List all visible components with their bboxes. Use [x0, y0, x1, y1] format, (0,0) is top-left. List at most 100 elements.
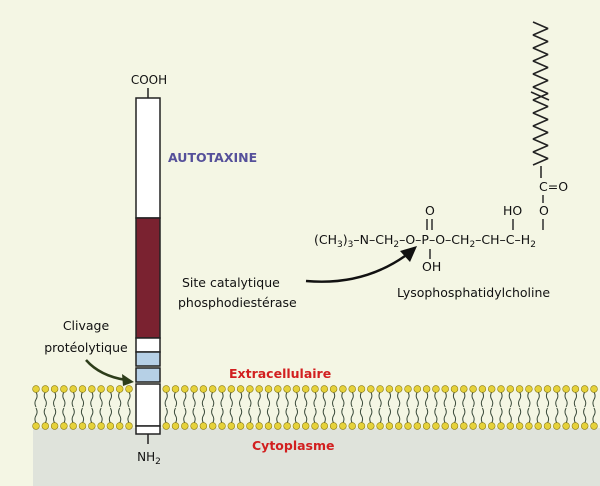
lipid-tail	[276, 407, 280, 424]
lipid-tail	[294, 391, 298, 408]
lipid-tail	[127, 407, 131, 424]
lipid-head	[88, 385, 96, 393]
lipid-head	[422, 385, 431, 393]
lipid-head	[432, 422, 440, 430]
lipid-head	[571, 385, 580, 393]
lipid-tail	[369, 407, 373, 424]
lipid-tail	[322, 407, 326, 424]
lipid-tail	[322, 391, 326, 408]
protein-n-terminal-segment	[135, 425, 161, 435]
lipid-tail	[452, 391, 457, 408]
lipid-head	[209, 385, 217, 393]
cell-membrane	[32, 385, 598, 430]
lipid-tail	[518, 391, 522, 408]
lipid-head	[69, 385, 77, 393]
catalytic-domain	[135, 217, 161, 339]
lipid-head	[209, 422, 217, 430]
ester-oxygen: O	[539, 203, 549, 218]
lipid-head	[97, 385, 105, 393]
autotaxin-protein	[135, 88, 161, 444]
lipid-tail	[369, 391, 373, 408]
lipid-head	[590, 422, 598, 430]
lipid-head	[162, 422, 170, 430]
lipid-head	[590, 385, 598, 393]
lipid-tail	[220, 391, 224, 408]
fatty-acid-chain	[532, 21, 549, 166]
lipid-tail	[425, 391, 429, 408]
lipid-tail	[99, 407, 103, 424]
lipid-head	[227, 422, 236, 430]
lipid-head	[181, 422, 189, 430]
lipid-tail	[266, 391, 271, 408]
lipid-tail	[118, 391, 122, 408]
lipid-tail	[387, 391, 391, 408]
lipid-tail	[332, 407, 336, 424]
lipid-head	[125, 422, 133, 430]
lipid-tail	[573, 391, 577, 408]
lipid-tail	[415, 391, 419, 408]
lipid-head	[562, 385, 570, 393]
lipid-tail	[127, 391, 131, 408]
lipid-head	[302, 385, 310, 393]
lipid-tail	[480, 391, 484, 408]
lipid-tail	[490, 391, 494, 408]
lipid-head	[218, 422, 226, 430]
lipid-tail	[573, 407, 577, 424]
lipid-tail	[294, 407, 298, 424]
lipid-tail	[387, 407, 391, 424]
lipid-tail	[183, 391, 187, 408]
hydroxyl-group: HO	[503, 203, 522, 218]
lipid-head	[450, 422, 459, 430]
lipid-tail	[90, 391, 94, 408]
lipid-tail	[592, 407, 596, 424]
lipid-tail	[108, 391, 112, 408]
lipid-tail	[555, 407, 559, 424]
lipid-tail	[164, 391, 168, 408]
lipid-head	[60, 385, 68, 393]
lipid-tail	[406, 391, 410, 408]
carbonyl-group: C=O	[539, 179, 568, 194]
lipid-tail	[173, 407, 178, 424]
lipid-head	[274, 385, 282, 393]
lipid-head	[181, 385, 189, 393]
lipid-head	[171, 422, 180, 430]
lipid-head	[292, 385, 301, 393]
cleavage-domain-2	[135, 367, 161, 383]
autotaxin-title: AUTOTAXINE	[168, 150, 257, 165]
lipid-head	[515, 422, 524, 430]
lipid-tail	[359, 391, 364, 408]
cleavage-domain-1	[135, 351, 161, 367]
lipid-tail	[211, 391, 215, 408]
lipid-tail	[397, 391, 401, 408]
lipid-head	[50, 385, 59, 393]
lipid-tail	[462, 407, 466, 424]
catalytic-site-label-line1: Site catalytique	[182, 275, 280, 290]
lipid-head	[562, 422, 570, 430]
lipid-tail	[53, 391, 57, 408]
lipid-tail	[220, 407, 224, 424]
lipid-head	[302, 422, 310, 430]
lipid-head	[357, 385, 366, 393]
lipid-head	[41, 422, 49, 430]
lipid-tail	[285, 407, 289, 424]
lipid-head	[255, 422, 263, 430]
lipid-head	[348, 385, 356, 393]
double-bond-mark	[530, 91, 550, 101]
lipid-head	[469, 385, 477, 393]
lipid-head	[274, 422, 282, 430]
lipid-head	[329, 422, 338, 430]
lipid-head	[348, 422, 356, 430]
lipid-head	[404, 422, 412, 430]
n-terminus-label: NH2	[137, 450, 161, 467]
lipid-head	[171, 385, 180, 393]
lipid-head	[376, 422, 384, 430]
lipid-tail	[99, 391, 103, 408]
lipid-tail	[332, 391, 336, 408]
protein-linker-segment	[135, 337, 161, 353]
lipid-head	[106, 422, 115, 430]
lipid-head	[385, 422, 394, 430]
lipid-head	[115, 385, 124, 393]
lipid-head	[32, 385, 40, 393]
lipid-tail	[313, 407, 317, 424]
